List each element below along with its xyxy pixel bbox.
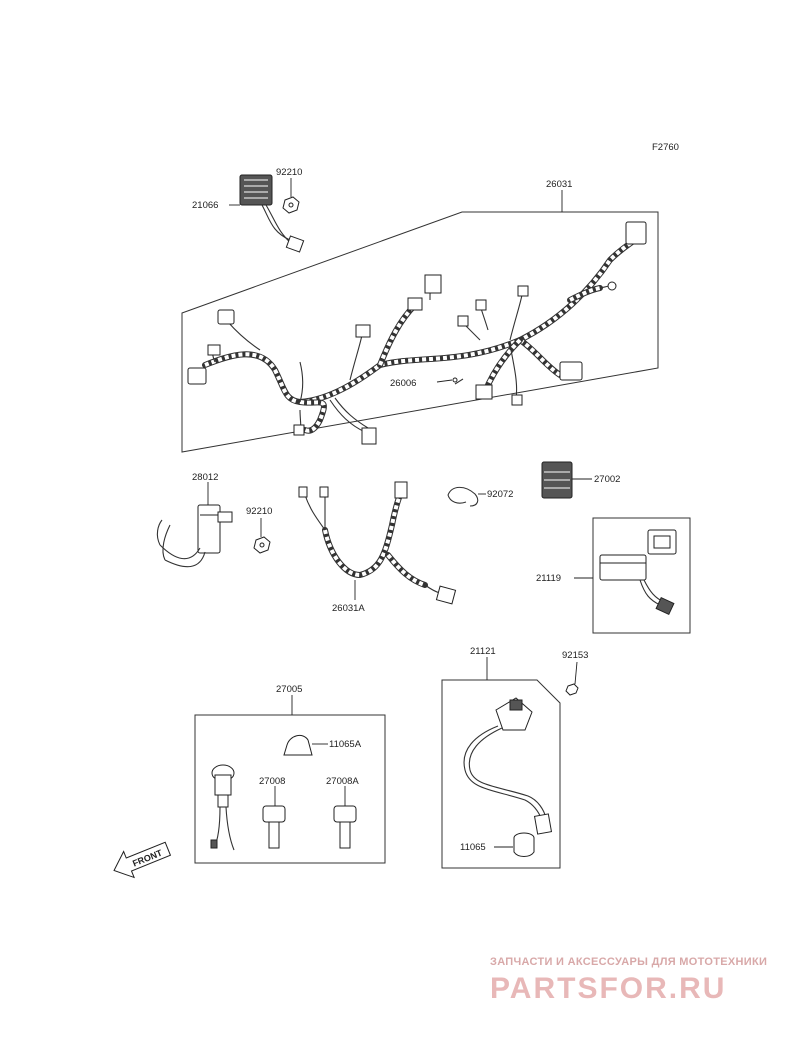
regulator-21066[interactable] — [239, 174, 305, 253]
label-92210-a: 92210 — [276, 167, 302, 178]
ignition-switch-27005[interactable] — [210, 764, 235, 851]
nut-92210-a[interactable] — [282, 196, 300, 214]
igniter-21119[interactable] — [599, 529, 677, 616]
switch-27005-box — [194, 714, 386, 864]
label-21119: 21119 — [536, 573, 561, 584]
relay-27002[interactable] — [541, 461, 573, 499]
key-27008[interactable] — [262, 805, 286, 849]
front-arrow-icon: FRONT — [113, 841, 172, 879]
relay-28012[interactable] — [156, 504, 233, 568]
cap-11065[interactable] — [513, 832, 535, 857]
igniter-21119-box — [592, 517, 691, 634]
label-26006: 26006 — [390, 378, 416, 389]
harness-26031-box — [181, 211, 659, 453]
ignition-coil-21121[interactable] — [463, 697, 553, 835]
band-92072[interactable] — [447, 486, 479, 507]
label-21066: 21066 — [192, 200, 218, 211]
label-11065A: 11065A — [329, 739, 362, 750]
sub-harness-26031A[interactable] — [298, 481, 457, 605]
label-92210-b: 92210 — [246, 506, 272, 517]
watermark-tagline: ЗАПЧАСТИ И АКСЕССУАРЫ ДЛЯ МОТОТЕХНИКИ — [490, 956, 767, 968]
label-27008A: 27008A — [326, 776, 359, 787]
nut-92210-b[interactable] — [253, 536, 271, 554]
watermark-logo: PARTSFOR.RU — [490, 972, 726, 1005]
key-27008A[interactable] — [333, 805, 357, 849]
label-27005: 27005 — [276, 684, 302, 695]
label-27008: 27008 — [259, 776, 285, 787]
label-11065: 11065 — [460, 842, 486, 853]
figure-id: F2760 — [652, 142, 679, 153]
label-26031: 26031 — [546, 179, 572, 190]
label-28012: 28012 — [192, 472, 218, 483]
label-21121: 21121 — [470, 646, 496, 657]
screw-92153[interactable] — [565, 683, 579, 696]
main-harness-26031[interactable] — [187, 221, 647, 445]
label-92072: 92072 — [487, 489, 513, 500]
coil-21121-box — [441, 679, 561, 869]
label-27002: 27002 — [594, 474, 620, 485]
label-26031A: 26031A — [332, 603, 365, 614]
label-92153: 92153 — [562, 650, 588, 661]
cap-11065A[interactable] — [283, 734, 313, 756]
terminal-26006[interactable] — [436, 377, 464, 385]
